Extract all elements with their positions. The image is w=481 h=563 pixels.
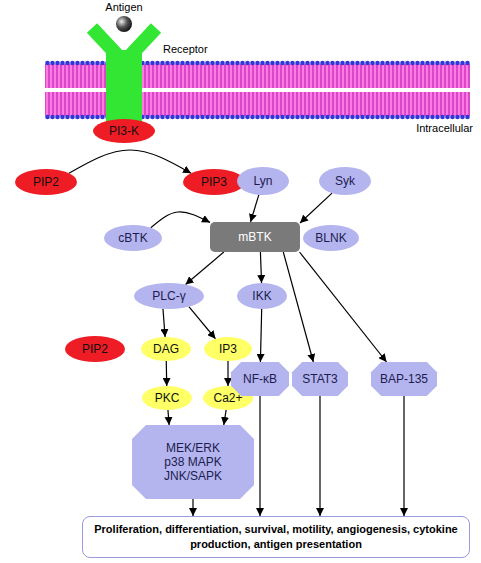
signal-arrow [299, 252, 386, 362]
octagon-fill [371, 362, 437, 396]
signal-arrow [151, 212, 210, 228]
text-label: Intracellular [416, 122, 473, 135]
enzyme-ellipse: PI3-K [93, 119, 155, 143]
ellipse-fill [134, 283, 204, 309]
ellipse-fill [104, 225, 162, 251]
ellipse-fill [15, 169, 77, 195]
signal-arrow [163, 309, 165, 337]
node-text: Lyn [254, 174, 273, 188]
signal-arrow [69, 150, 191, 173]
kinase-ellipse: cBTK [104, 225, 162, 251]
text-label: Antigen [105, 1, 142, 14]
node-text: Proliferation, differentiation, survival… [91, 522, 461, 552]
ellipse-fill [303, 225, 359, 251]
messenger-ellipse: IP3 [204, 337, 252, 361]
signal-arrow [260, 309, 261, 362]
ellipse-fill [142, 386, 192, 410]
node-text: IP3 [219, 342, 237, 356]
signal-arrow [166, 361, 168, 386]
lipid-ellipse: PIP2 [65, 336, 125, 362]
outcome-box: Proliferation, differentiation, survival… [82, 516, 470, 558]
node-text: PIP3 [201, 175, 227, 189]
node-text: BLNK [315, 231, 346, 245]
node-text: mBTK [238, 230, 271, 244]
octagon-fill [132, 425, 254, 499]
ellipse-fill [237, 283, 287, 309]
signal-arrow [283, 252, 313, 362]
node-text: JNK/SAPK [164, 469, 222, 483]
signal-arrow [403, 396, 404, 516]
node-text: Ca2+ [213, 391, 242, 405]
signal-arrow [186, 252, 224, 285]
kinase-ellipse: Syk [319, 167, 371, 195]
ellipse-fill [141, 337, 191, 361]
kinase-ellipse: Lyn [237, 167, 289, 195]
signal-arrow [251, 195, 259, 222]
node-text: DAG [153, 342, 179, 356]
signal-arrow [319, 396, 320, 516]
node-text: cBTK [118, 231, 147, 245]
node-text: p38 MAPK [164, 455, 221, 469]
node-text: PKC [155, 391, 180, 405]
signal-arrow [189, 307, 216, 339]
ellipse-fill [237, 167, 289, 195]
signal-arrow [259, 396, 260, 516]
signal-arrow [192, 499, 193, 516]
ellipse-fill [204, 337, 252, 361]
messenger-ellipse: PKC [142, 386, 192, 410]
factor-octagon: STAT3 [292, 362, 348, 396]
lipid-ellipse: PIP3 [183, 169, 245, 195]
ellipse-fill [319, 167, 371, 195]
signal-arrow [260, 252, 261, 283]
node-text: IKK [252, 289, 271, 303]
node-text: Syk [335, 174, 355, 188]
ellipse-fill [65, 336, 125, 362]
enzyme-ellipse: PLC-γ [134, 283, 204, 309]
node-text: STAT3 [302, 372, 338, 386]
node-text: PLC-γ [152, 289, 185, 303]
lipid-ellipse: PIP2 [15, 169, 77, 195]
text-label: Receptor [163, 43, 208, 56]
factor-octagon: NF-κB [231, 362, 289, 396]
messenger-ellipse: DAG [141, 337, 191, 361]
adaptor-ellipse: BLNK [303, 225, 359, 251]
node-text: PIP2 [82, 342, 108, 356]
ellipse-fill [93, 119, 155, 143]
octagon-fill [292, 362, 348, 396]
antigen-ball [116, 16, 132, 32]
signal-arrow [227, 361, 228, 386]
receptor-stem [106, 50, 142, 126]
ellipse-fill [183, 169, 245, 195]
signal-arrow [168, 410, 169, 425]
signal-arrow [224, 410, 226, 425]
node-text: MEK/ERK [166, 441, 220, 455]
pathway-octagon: MEK/ERKp38 MAPKJNK/SAPK [132, 425, 254, 499]
mbtk-box: mBTK [210, 222, 300, 252]
node-text: NF-κB [243, 372, 277, 386]
factor-octagon: BAP-135 [371, 362, 437, 396]
octagon-fill [231, 362, 289, 396]
kinase-ellipse: IKK [237, 283, 287, 309]
signal-arrow [300, 193, 332, 223]
node-text: BAP-135 [380, 372, 428, 386]
node-text: PI3-K [109, 124, 139, 138]
node-text: PIP2 [33, 175, 59, 189]
